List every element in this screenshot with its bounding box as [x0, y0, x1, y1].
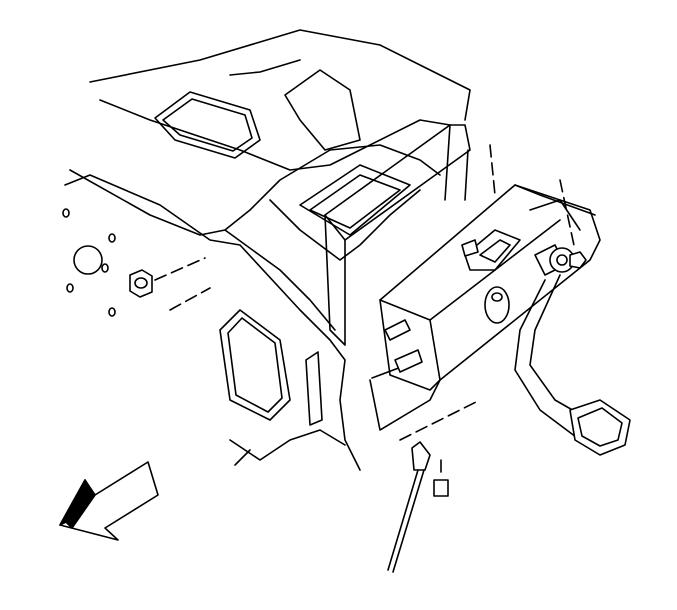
mounting-nut: [129, 257, 211, 311]
push-rod: [387, 399, 481, 573]
side-panel-holes: [62, 208, 116, 317]
front-direction-arrow-icon: [59, 461, 159, 541]
pedal-pivot: [489, 144, 587, 276]
mounting-studs: [384, 239, 503, 373]
dash-opening: [154, 59, 361, 159]
dash-brace: [324, 124, 471, 346]
side-opening: [219, 309, 323, 426]
pedal-bracket: [369, 184, 601, 431]
brake-pedal-arm: [514, 274, 631, 456]
dash-panel: [64, 29, 471, 471]
